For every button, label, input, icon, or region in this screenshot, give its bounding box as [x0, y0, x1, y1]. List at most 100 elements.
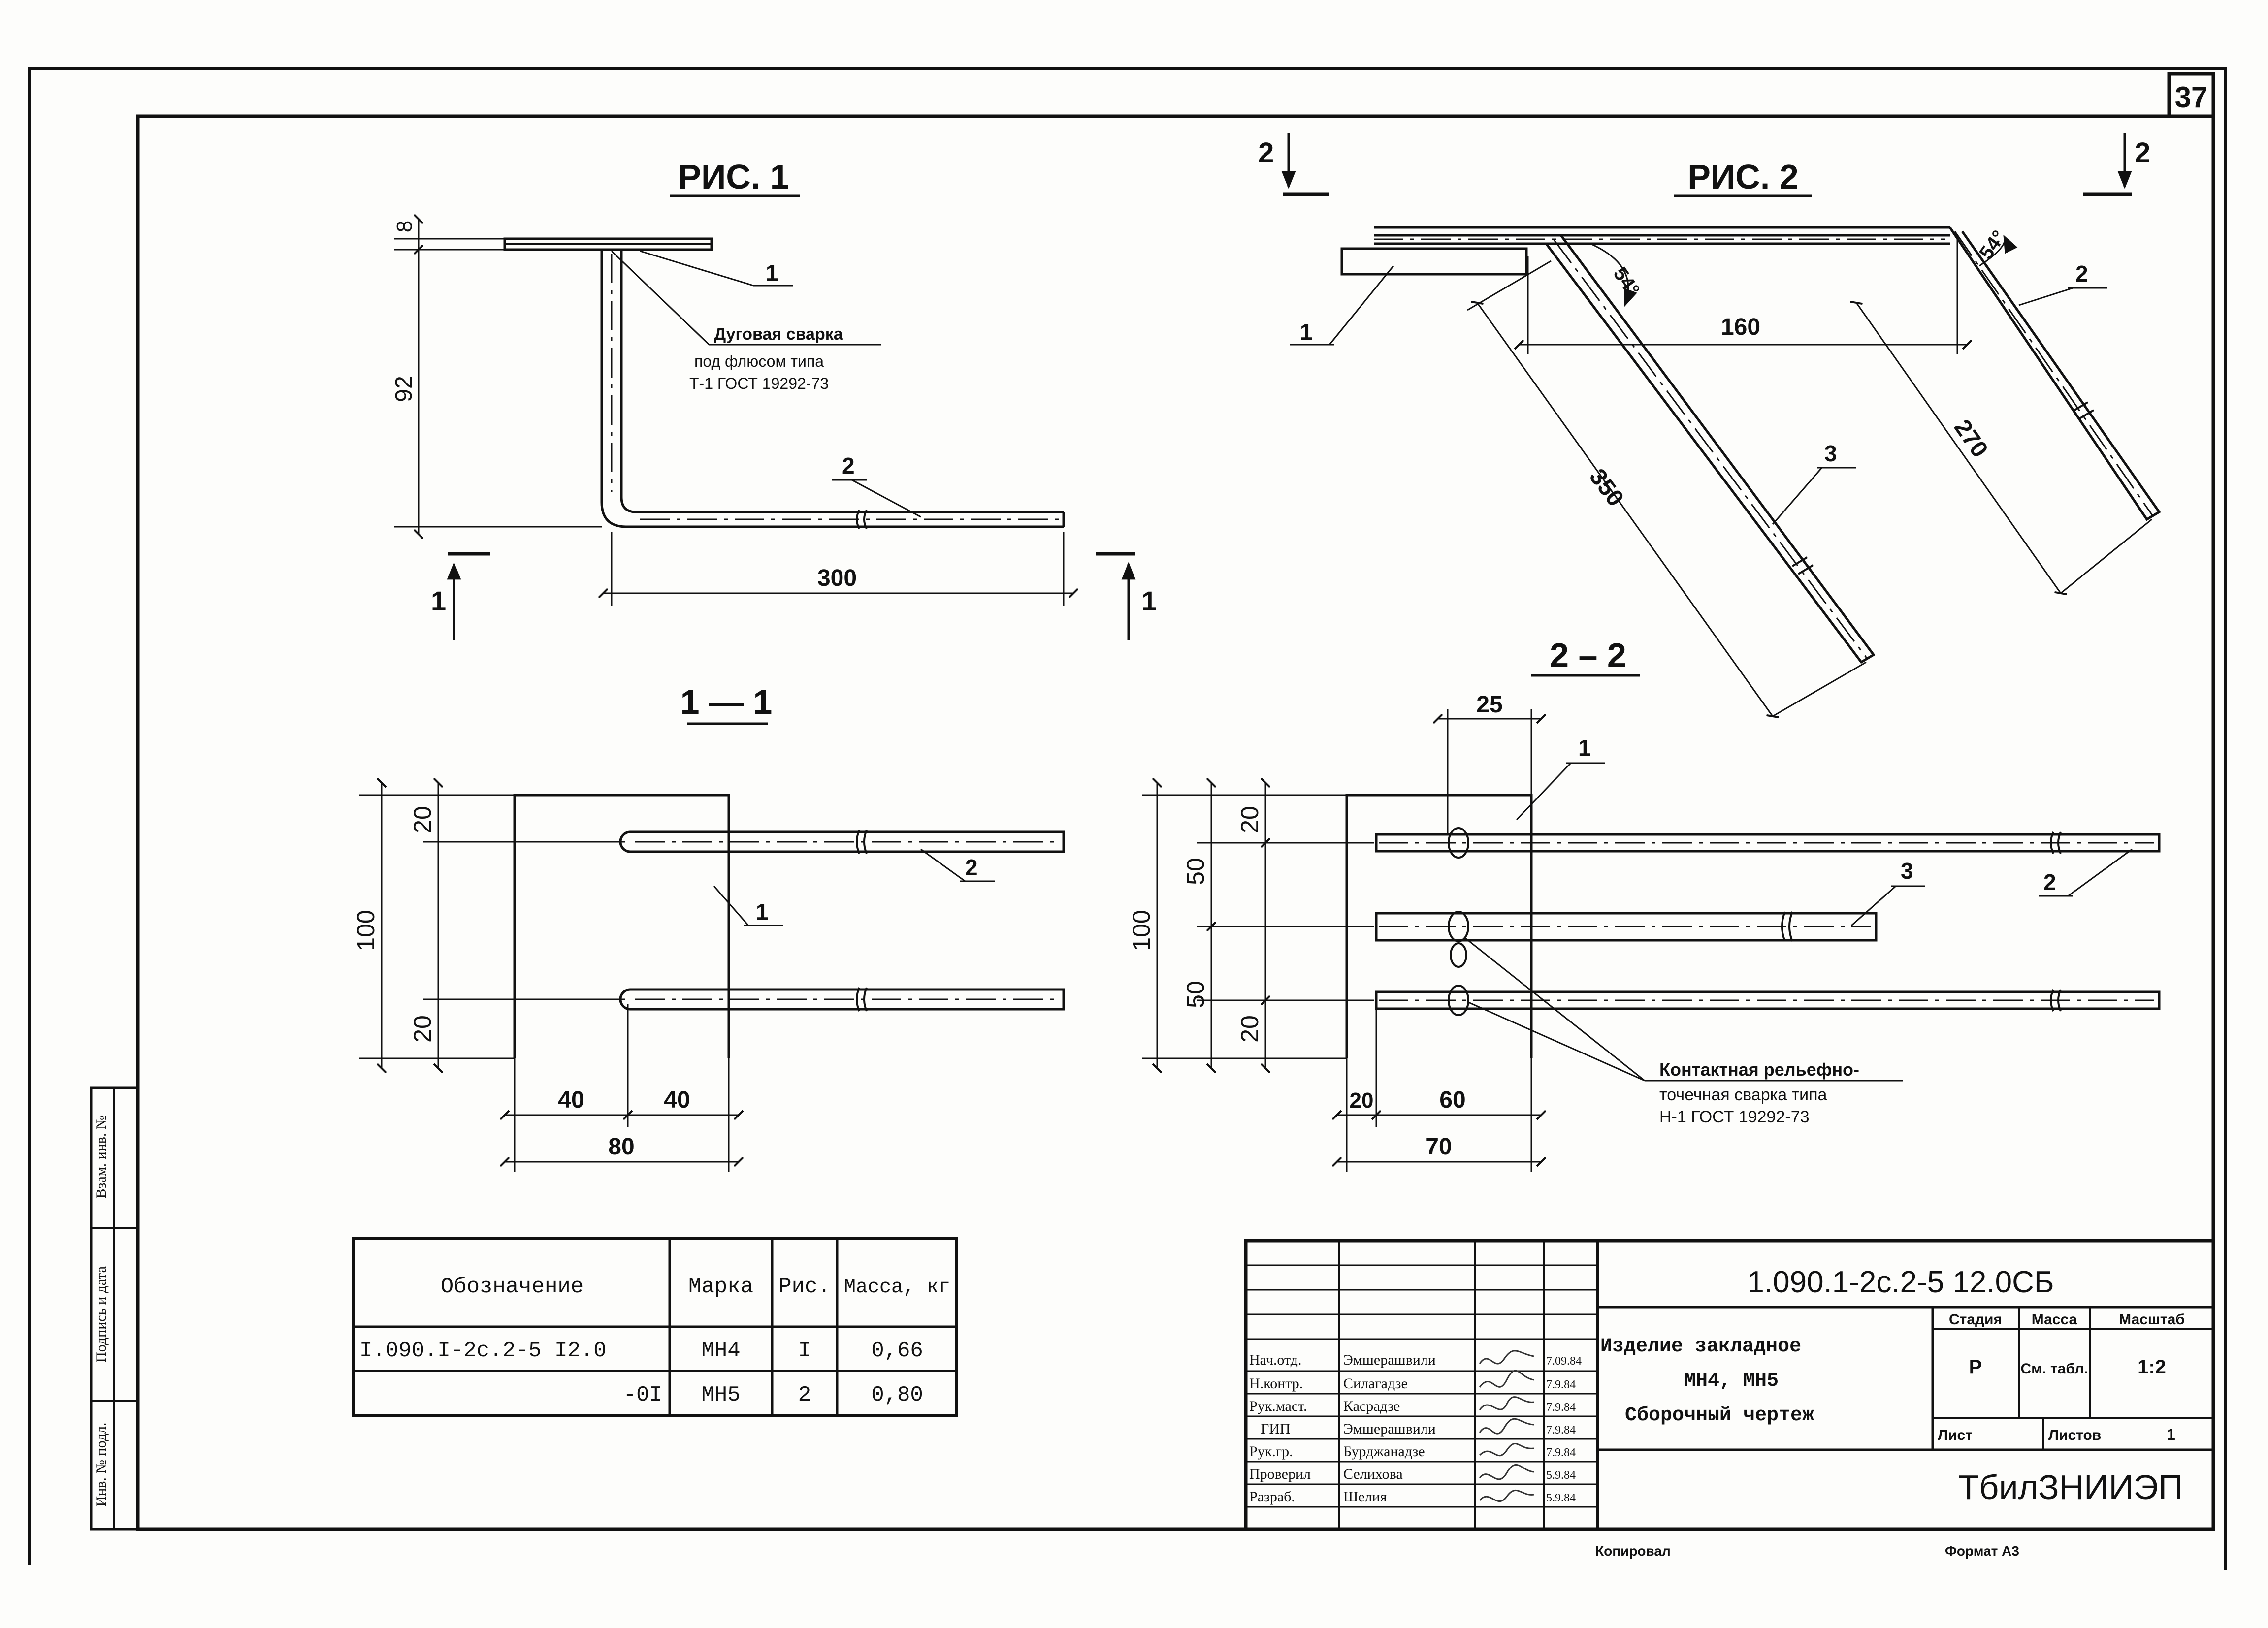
figure-1: РИС. 1 8 92 300 Дуговая сварка под флюсо…	[391, 158, 1157, 640]
organization-name: ТбилЗНИИЭП	[1958, 1468, 2183, 1506]
fig2-dim-270: 270	[1949, 415, 1993, 462]
stamp-signature-date: Подпись и дата	[93, 1266, 109, 1363]
section-mark-1-left: 1	[431, 585, 446, 616]
sec22-label-part1: 1	[1578, 735, 1591, 761]
fig1-weld-note-line2: под флюсом типа	[694, 352, 824, 370]
sec11-dim-40-right: 40	[664, 1087, 690, 1113]
fig2-label-part2: 2	[2075, 261, 2088, 287]
sec22-dim-20-bottom: 20	[1236, 1015, 1264, 1043]
date-4: 7.9.84	[1546, 1446, 1576, 1459]
mass-header: Масса	[2032, 1311, 2077, 1328]
role-2: Рук.маст.	[1249, 1398, 1307, 1414]
section22-title: 2 – 2	[1550, 636, 1626, 674]
sec11-label-part2: 2	[965, 855, 978, 880]
outer-frame	[28, 67, 2227, 1570]
spec-row2-mark: МН5	[701, 1383, 740, 1407]
sec22-weld-note-line2: точечная сварка типа	[1659, 1085, 1827, 1104]
title-block: Нач.отд. Эмшерашвили 7.09.84 Н.контр. Си…	[1244, 1239, 2215, 1531]
fig1-weld-note-line1: Дуговая сварка	[714, 325, 843, 344]
name-5: Селихова	[1343, 1466, 1403, 1482]
stamp-replace-inv: Взам. инв. №	[93, 1115, 109, 1198]
scale-value: 1:2	[2138, 1356, 2166, 1378]
sec22-dim-20-top: 20	[1236, 806, 1264, 833]
spec-row2-fig: 2	[798, 1383, 811, 1407]
name-0: Эмшерашвили	[1343, 1352, 1436, 1368]
spec-row2-designation: -0I	[623, 1383, 662, 1407]
sec22-label-part2: 2	[2043, 869, 2056, 895]
section-mark-1-right: 1	[1141, 585, 1157, 616]
sec22-dim-50-bottom: 50	[1182, 981, 1209, 1008]
date-1: 7.9.84	[1546, 1378, 1576, 1391]
fig1-label-part2: 2	[842, 453, 855, 479]
role-5: Проверил	[1249, 1466, 1311, 1482]
product-name-line1: Изделие закладное	[1600, 1336, 1801, 1358]
spec-header-mark: Марка	[688, 1275, 753, 1299]
sec22-dim-25: 25	[1476, 692, 1502, 718]
spec-row1-designation: I.090.I-2с.2-5 I2.0	[359, 1339, 607, 1363]
stamp-inv-number: Инв. № подл.	[93, 1423, 109, 1507]
document-code: 1.090.1-2с.2-5 12.0СБ	[1747, 1265, 2054, 1299]
sec11-dim-40-left: 40	[558, 1087, 584, 1113]
sec11-dim-20-bottom: 20	[409, 1015, 436, 1043]
spec-row1-mark: МН4	[701, 1339, 740, 1363]
sec11-label-part1: 1	[756, 899, 769, 925]
role-row-3: ГИП Эмшерашвили 7.9.84	[1261, 1421, 1576, 1437]
sheets-label: Листов	[2048, 1427, 2101, 1443]
fig2-dim-160: 160	[1721, 314, 1760, 340]
scale-header: Масштаб	[2119, 1311, 2185, 1328]
role-0: Нач.отд.	[1249, 1352, 1301, 1368]
fig2-title: РИС. 2	[1687, 158, 1798, 196]
fig1-dim-length: 300	[817, 565, 857, 591]
name-1: Силагадзе	[1343, 1375, 1408, 1392]
sec22-dim-60: 60	[1439, 1087, 1465, 1113]
sec22-label-part3: 3	[1901, 858, 1913, 884]
product-name-line3: Сборочный чертеж	[1625, 1405, 1814, 1427]
spec-header-fig: Рис.	[778, 1275, 831, 1299]
fig2-label-part3: 3	[1824, 441, 1837, 466]
name-4: Бурджанадзе	[1343, 1443, 1425, 1460]
sheets-value: 1	[2167, 1426, 2175, 1443]
role-3: ГИП	[1261, 1421, 1291, 1437]
name-6: Шелия	[1343, 1489, 1387, 1505]
sec22-dim-20-side: 20	[1350, 1088, 1374, 1113]
date-6: 5.9.84	[1546, 1492, 1576, 1504]
sheet-number-box: 37	[2167, 72, 2215, 118]
fig1-label-part1: 1	[766, 260, 778, 286]
role-6: Разраб.	[1249, 1489, 1295, 1505]
figure-2: РИС. 2 2 2 160 350 2	[1258, 133, 2161, 716]
sec22-dim-70: 70	[1426, 1134, 1452, 1160]
date-3: 7.9.84	[1546, 1424, 1576, 1436]
mass-value: См. табл.	[2020, 1361, 2088, 1377]
sec22-dim-100: 100	[1128, 910, 1155, 951]
fig1-dim-height: 92	[391, 376, 417, 402]
spec-row1-fig: I	[798, 1339, 811, 1363]
spec-table: Обозначение Марка Рис. Масса, кг I.090.I…	[352, 1237, 958, 1417]
spec-header-mass: Масса, кг	[844, 1277, 950, 1299]
role-4: Рук.гр.	[1249, 1443, 1293, 1460]
sec11-dim-100: 100	[352, 910, 380, 951]
role-row-0: Нач.отд. Эмшерашвили 7.09.84	[1249, 1352, 1582, 1368]
name-3: Эмшерашвили	[1343, 1421, 1436, 1437]
spec-header-designation: Обозначение	[441, 1275, 583, 1299]
inner-frame	[136, 114, 2215, 1531]
sec22-weld-note-line3: Н-1 ГОСТ 19292-73	[1659, 1108, 1810, 1126]
format-label: Формат А3	[1945, 1543, 2019, 1559]
spec-row2-mass: 0,80	[871, 1383, 923, 1407]
side-stamp: Инв. № подл. Подпись и дата Взам. инв. №	[90, 1086, 139, 1531]
sec22-dim-50-top: 50	[1182, 858, 1209, 885]
role-row-2: Рук.маст. Касрадзе 7.9.84	[1249, 1398, 1576, 1414]
role-row-6: Разраб. Шелия 5.9.84	[1249, 1489, 1576, 1505]
fig1-weld-note-line3: Т-1 ГОСТ 19292-73	[689, 375, 829, 392]
role-1: Н.контр.	[1249, 1375, 1303, 1392]
copied-label: Копировал	[1595, 1543, 1671, 1559]
sheet-number: 37	[2175, 81, 2208, 114]
role-row-4: Рук.гр. Бурджанадзе 7.9.84	[1249, 1443, 1576, 1460]
sec22-weld-note-line1: Контактная рельефно-	[1659, 1059, 1859, 1080]
stage-value: Р	[1969, 1356, 1982, 1378]
sec11-dim-80: 80	[608, 1134, 634, 1160]
section-mark-2-right: 2	[2135, 137, 2150, 169]
role-row-5: Проверил Селихова 5.9.84	[1249, 1466, 1576, 1482]
sec11-dim-20-top: 20	[409, 806, 436, 833]
section-mark-2-left: 2	[1258, 137, 1274, 169]
